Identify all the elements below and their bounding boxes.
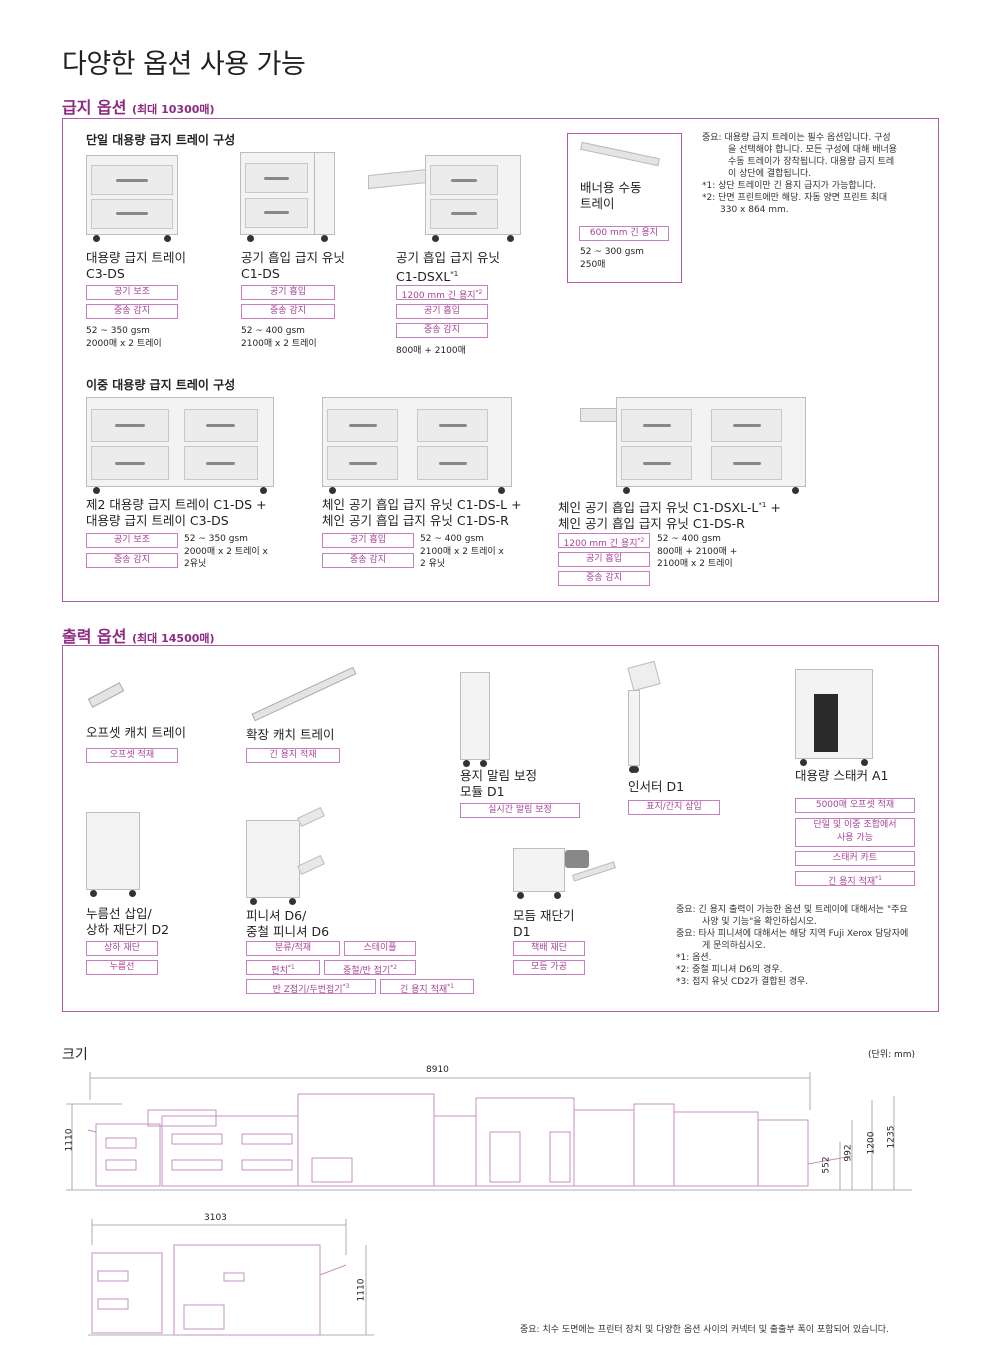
hc-stacker-image (795, 669, 873, 766)
dimension-drawing-base (84, 1215, 384, 1340)
tag-long-paper-stacking: 긴 용지 적재*1 (380, 979, 474, 995)
air-suction-c1dsxl-image (425, 155, 521, 242)
bypass-tray-box (567, 133, 682, 283)
page-title: 다양한 옵션 사용 가능 (62, 49, 306, 80)
dim-height-1200: 1200 (866, 1131, 877, 1155)
tag-double-feed: 중송 감지 (86, 304, 178, 319)
trimmer-head (565, 850, 589, 868)
tag-cover-insert: 표지/간지 삽입 (628, 800, 720, 815)
tag-double-feed: 중송 감지 (86, 553, 178, 568)
dim-height-992: 992 (843, 1144, 854, 1162)
tag-z-fold: 반 Z접기/두번접기*3 (246, 979, 376, 995)
decurler-image (460, 672, 490, 767)
tag-air-assist: 공기 보조 (86, 533, 178, 548)
tag-realtime-decurl: 실시간 말림 보정 (460, 803, 580, 818)
output-title: 출력 옵션 (62, 627, 127, 646)
dimension-drawing-full (62, 1060, 942, 1200)
dim-height-1110: 1110 (64, 1128, 75, 1152)
tag-long-paper: 1200 mm 긴 용지*2 (396, 285, 488, 301)
double-config-heading: 이중 대용량 급지 트레이 구성 (86, 378, 236, 392)
tag-air-suction: 공기 흡입 (241, 285, 335, 300)
feed-subtitle: (최대 10300매) (132, 103, 215, 116)
tag-5000-offset: 5000매 오프셋 적재 (795, 798, 915, 813)
tag-double-feed: 중송 감지 (558, 571, 650, 586)
tag-air-assist: 공기 보조 (86, 285, 178, 300)
dim-width-8910: 8910 (426, 1065, 449, 1075)
feed-options-box (62, 118, 939, 602)
finisher-name: 피니셔 D6/중철 피니셔 D6 (246, 908, 330, 939)
feed-notes: 중요: 대용량 급지 트레이는 필수 옵션입니다. 구성 을 선택해야 합니다.… (702, 133, 898, 215)
tag-double-feed: 중송 감지 (396, 323, 488, 338)
long-paper-tray-image (580, 408, 620, 422)
tag-crease: 누름선 (86, 960, 158, 975)
dim-height-1110-base: 1110 (356, 1278, 367, 1302)
crease-trimmer-image (86, 812, 140, 897)
dual-air-suction-xl-name: 체인 공기 흡입 급지 유닛 C1-DSXL-L*1 + 체인 공기 흡입 급지… (558, 500, 781, 532)
dual-air-suction-image (322, 397, 512, 494)
tag-air-suction: 공기 흡입 (322, 533, 414, 548)
tag-long-paper-stacking: 긴 용지 적재*1 (795, 871, 915, 887)
tag-offset-stacking: 오프셋 적재 (86, 748, 178, 763)
dim-height-1235: 1235 (886, 1125, 897, 1149)
tag-sort-stack: 분류/적재 (246, 941, 340, 956)
single-config-heading: 단일 대용량 급지 트레이 구성 (86, 133, 236, 147)
hc-stacker-name: 대용량 스태커 A1 (795, 768, 889, 783)
dim-height-552: 552 (821, 1156, 832, 1174)
air-suction-c1dsxl-name: 공기 흡입 급지 유닛 C1-DSXL*1 (396, 250, 500, 285)
tag-air-suction: 공기 흡입 (396, 304, 488, 319)
crease-trimmer-name: 누름선 삽입/상하 재단기 D2 (86, 906, 170, 937)
air-suction-c1ds-image (240, 152, 335, 242)
air-suction-c1dsxl-spec: 800매 + 2100매 (396, 346, 466, 356)
tag-staple: 스테이플 (344, 941, 416, 956)
tag-double-feed: 중송 감지 (322, 553, 414, 568)
dual-air-suction-xl-image (616, 397, 806, 494)
tag-face-trim: 책배 재단 (513, 941, 585, 956)
feed-title: 급지 옵션 (62, 98, 127, 117)
dim-width-3103: 3103 (204, 1213, 227, 1223)
tag-double-feed: 중송 감지 (241, 304, 335, 319)
tag-long-paper-stacking: 긴 용지 적재 (246, 748, 340, 763)
tag-top-bottom-trim: 상하 재단 (86, 941, 158, 956)
finisher-image (246, 820, 300, 905)
hcf-c3ds-image (86, 155, 178, 242)
inserter-name: 인서터 D1 (628, 779, 685, 794)
tag-square-fold: 모등 가공 (513, 960, 585, 975)
output-section-title: 출력 옵션 (최대 14500매) (62, 623, 215, 647)
size-note: 중요: 치수 도면에는 프린터 장치 및 다양한 옵션 사이의 커넥터 및 출출… (520, 1325, 889, 1335)
dual-hcf-name: 제2 대용량 급지 트레이 C1-DS +대용량 급지 트레이 C3-DS (86, 497, 267, 528)
square-fold-trimmer-image (513, 848, 565, 899)
output-subtitle: (최대 14500매) (132, 632, 215, 645)
size-unit: (단위: mm) (868, 1050, 916, 1060)
dual-air-suction-name: 체인 공기 흡입 급지 유닛 C1-DS-L +체인 공기 흡입 급지 유닛 C… (322, 497, 522, 528)
dual-hcf-image (86, 397, 274, 494)
tag-punch: 펀치*1 (246, 960, 320, 976)
feed-section-title: 급지 옵션 (최대 10300매) (62, 94, 215, 118)
tag-long-paper: 1200 mm 긴 용지*2 (558, 533, 650, 549)
output-notes: 중요: 긴 용지 출력이 가능한 옵션 및 트레이에 대해서는 "주요 사양 및… (676, 905, 909, 987)
tag-stacker-cart: 스태커 카트 (795, 851, 915, 866)
size-title: 크기 (62, 1047, 88, 1063)
inserter-image (628, 690, 640, 773)
extended-catch-tray-name: 확장 캐치 트레이 (246, 727, 335, 742)
output-options-box (62, 645, 939, 1012)
tag-600mm-long-paper: 600 mm 긴 용지 (579, 226, 669, 241)
tag-air-suction: 공기 흡입 (558, 552, 650, 567)
tag-saddle-fold: 중철/반 접기*2 (324, 960, 416, 976)
offset-catch-tray-name: 오프셋 캐치 트레이 (86, 725, 186, 740)
